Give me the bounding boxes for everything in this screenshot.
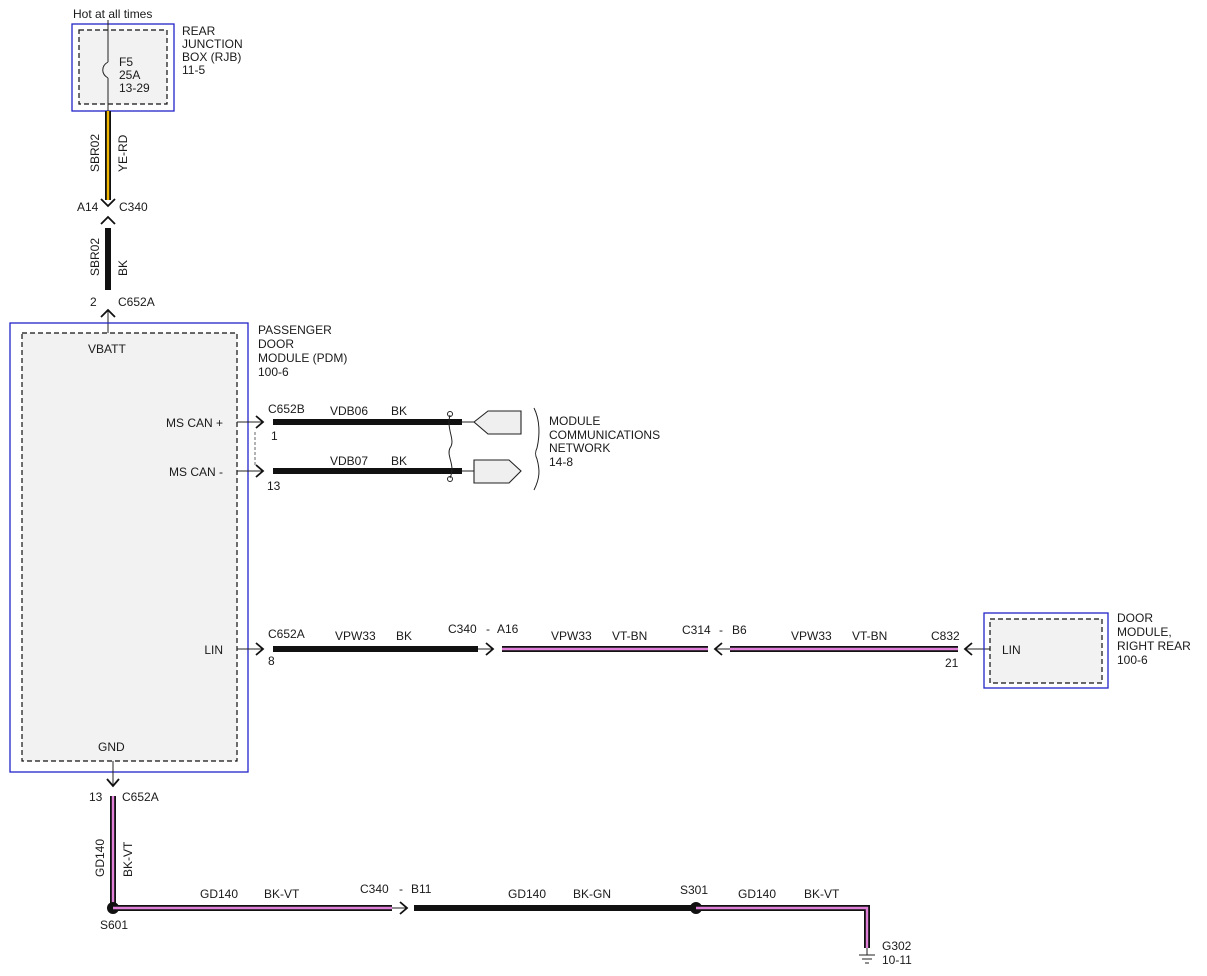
gnd-c340-chevron-icon — [399, 901, 409, 915]
gnd-connector: C652A — [122, 790, 159, 804]
wire-vpw33-vt-bn-1-circuit: VPW33 — [551, 629, 592, 643]
hot-at-all-times-note: Hot at all times — [73, 7, 152, 21]
wire-vpw33-vt-bn-1-color: VT-BN — [612, 629, 647, 643]
twisted-pair-end-top — [447, 411, 453, 417]
wire-vpw33-bk-circuit: VPW33 — [335, 629, 376, 643]
wire-gd140-bk-vt-1-color: BK-VT — [264, 887, 300, 901]
wire-vdb07-circuit: VDB07 — [330, 454, 368, 468]
wire-vdb07-color: BK — [391, 454, 407, 468]
wire-sbr02-ye-rd-circuit: SBR02 — [88, 134, 102, 172]
c340-a14-chevron2-icon — [100, 215, 116, 225]
lin-c340-dash: - — [486, 622, 490, 636]
wire-vpw33-vt-bn-2-circuit: VPW33 — [791, 629, 832, 643]
lin-c340-pin: A16 — [497, 622, 519, 636]
lin-connector: C652A — [268, 627, 305, 641]
pdm-vbatt-label: VBATT — [88, 342, 126, 356]
wire-gd140-vertical-color: BK-VT — [121, 841, 135, 877]
gnd-c340-pin: B11 — [411, 882, 432, 896]
wire-vpw33-bk-color: BK — [396, 629, 412, 643]
wire-gd140-bk-vt-2-color: BK-VT — [804, 887, 840, 901]
lin-c314-chevron-icon — [713, 642, 723, 656]
gnd-pin: 13 — [89, 790, 103, 804]
wire-gd140-bk-vt-2-circuit: GD140 — [738, 887, 776, 901]
can-plus-connector: C652B — [268, 402, 305, 416]
pdm-ms-can-plus-label: MS CAN + — [166, 416, 223, 430]
c340-a14-pin: A14 — [77, 200, 99, 214]
can-plus-chevron-icon — [255, 415, 265, 429]
lin-c314-dash: - — [719, 623, 723, 637]
lin-c340-connector: C340 — [448, 622, 477, 636]
c652a-top-connector: C652A — [118, 295, 155, 309]
wire-gd140-bk-vt-2-edge — [696, 905, 870, 948]
splice-s601-label: S601 — [100, 918, 128, 932]
wire-gd140-bk-vt-1-circuit: GD140 — [200, 887, 238, 901]
can-plus-connector-icon — [473, 410, 522, 435]
wire-gd140-bk-vt-2-core — [696, 906, 869, 948]
lin-c314-pin: B6 — [732, 623, 747, 637]
door-module-inner-box — [989, 618, 1103, 684]
lin-pin: 8 — [268, 654, 275, 668]
door-module-lin-label: LIN — [1002, 643, 1021, 657]
network-brace-icon — [533, 407, 540, 491]
gnd-chevron-icon — [106, 778, 120, 788]
c652a-top-chevron-icon — [100, 308, 116, 318]
wire-vdb06-color: BK — [391, 404, 407, 418]
wire-sbr02-bk-color: BK — [116, 260, 130, 276]
pdm-box — [9, 322, 249, 773]
ground-icon — [859, 954, 875, 964]
wire-sbr02-ye-rd-color: YE-RD — [116, 134, 130, 172]
twisted-pair-icon — [448, 414, 453, 479]
lin-c832-chevron-icon — [963, 642, 973, 656]
wire-vdb06-circuit: VDB06 — [330, 404, 368, 418]
lin-c832-pin: 21 — [945, 656, 959, 670]
wire-gd140-vertical-circuit: GD140 — [93, 839, 107, 877]
pdm-gnd-label: GND — [98, 740, 125, 754]
door-module-box — [983, 612, 1109, 689]
rjb-box — [71, 23, 175, 112]
pdm-inner-box — [21, 332, 238, 762]
splice-s301-label: S301 — [680, 883, 708, 897]
fuse-f5-icon — [102, 61, 109, 79]
lin-chevron-icon — [255, 642, 265, 656]
c652a-top-pin: 2 — [90, 295, 97, 309]
can-minus-pin: 13 — [267, 479, 281, 493]
lin-c340-chevron-icon — [485, 642, 495, 656]
can-plus-pin: 1 — [271, 429, 278, 443]
lin-c314-connector: C314 — [682, 623, 711, 637]
rjb-inner-box — [78, 29, 168, 105]
can-minus-connector-icon — [473, 459, 522, 484]
c340-a14-connector: C340 — [119, 200, 148, 214]
pdm-ms-can-minus-label: MS CAN - — [169, 465, 223, 479]
twisted-pair-end-bottom — [447, 476, 453, 482]
wire-gd140-bk-gn-circuit: GD140 — [508, 887, 546, 901]
gnd-c340-connector: C340 — [360, 882, 389, 896]
wire-gd140-bk-gn-color: BK-GN — [573, 887, 611, 901]
lin-c832-connector: C832 — [931, 629, 960, 643]
wire-vpw33-vt-bn-2-color: VT-BN — [852, 629, 887, 643]
can-minus-chevron-icon — [255, 464, 265, 478]
c340-a14-chevron-icon — [100, 198, 116, 208]
wire-sbr02-bk-circuit: SBR02 — [88, 238, 102, 276]
gnd-c340-dash: - — [399, 882, 403, 896]
pdm-lin-label: LIN — [204, 643, 223, 657]
